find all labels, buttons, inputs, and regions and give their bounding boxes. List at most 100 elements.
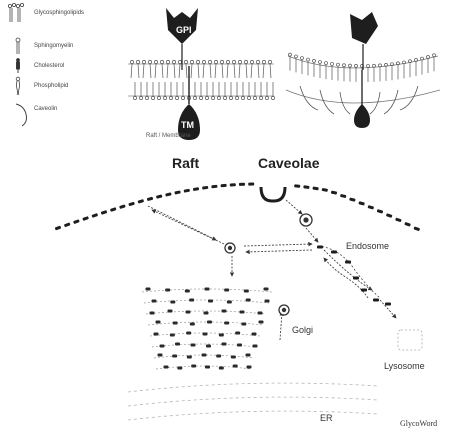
lipid-head <box>268 60 271 63</box>
lipid-head <box>232 60 235 63</box>
lipid-tail <box>222 64 223 78</box>
golgi-marker <box>186 311 191 314</box>
golgi-marker <box>191 365 196 368</box>
lipid-head <box>142 60 145 63</box>
lipid-tail <box>179 64 180 78</box>
golgi-marker <box>187 356 192 359</box>
golgi-marker <box>246 354 251 357</box>
lipid-head <box>367 64 370 67</box>
golgi-marker <box>173 322 178 325</box>
lipid-head <box>214 60 217 63</box>
lipid-head <box>307 58 310 61</box>
lipid-tail <box>174 64 175 78</box>
raft-lipid-heads <box>130 60 274 99</box>
lipid-tail <box>143 64 144 78</box>
transport-vesicle <box>279 305 289 315</box>
lipid-head <box>157 96 160 99</box>
golgi-marker <box>185 290 190 293</box>
endoplasmic-reticulum <box>128 383 378 420</box>
membrane-segment <box>303 185 309 189</box>
golgi-marker <box>168 310 173 313</box>
golgi-marker <box>170 334 175 337</box>
membrane-segment <box>220 184 226 188</box>
membrane-segment <box>331 191 337 195</box>
golgi-marker <box>247 366 252 369</box>
membrane-segment <box>322 188 328 192</box>
golgi-marker <box>205 288 210 291</box>
golgi-marker <box>154 333 159 336</box>
membrane-segment <box>156 194 163 198</box>
lipid-tail <box>162 64 163 78</box>
tm-label: TM <box>181 120 194 130</box>
membrane-segment <box>82 216 89 221</box>
lipid-head <box>205 96 208 99</box>
lipid-head <box>250 60 253 63</box>
golgi-marker <box>191 344 196 347</box>
golgi-marker <box>233 365 238 368</box>
lipid-tail <box>131 64 132 78</box>
watermark: GlycoWord <box>400 420 437 428</box>
golgi-marker <box>258 312 263 315</box>
membrane-segment <box>174 190 180 194</box>
membrane-segment <box>101 210 108 215</box>
membrane-segment <box>128 202 135 207</box>
lipid-head <box>130 60 133 63</box>
membrane-segment <box>138 199 145 204</box>
lipid-head <box>238 60 241 63</box>
lipid-tail <box>239 64 240 78</box>
lipid-tail <box>150 64 151 78</box>
golgi-marker <box>265 300 270 303</box>
golgi-marker <box>205 366 210 369</box>
lipid-tail <box>210 64 211 78</box>
membrane-segment <box>91 213 98 218</box>
membrane-segment <box>294 184 300 188</box>
membrane-segment <box>239 183 245 186</box>
endosome-membrane-marks <box>317 246 391 306</box>
lipid-head <box>181 96 184 99</box>
membrane-segment <box>110 207 117 212</box>
legend-label-sphingomyelin: Sphingomyelin <box>34 43 73 49</box>
lipid-head <box>136 60 139 63</box>
lipid-head <box>148 60 151 63</box>
endosome-segment <box>317 246 323 249</box>
endosome-segment <box>345 261 351 264</box>
golgi-marker <box>160 345 165 348</box>
lipid-tail <box>198 64 199 78</box>
legend-label-caveolin: Caveolin <box>34 106 57 112</box>
lipid-head <box>217 96 220 99</box>
transport-vesicle <box>300 214 312 226</box>
lipid-head <box>163 96 166 99</box>
caveolae-gpi-protein <box>350 12 378 44</box>
transport-vesicle <box>225 243 235 253</box>
lipid-head <box>229 96 232 99</box>
lipid-head <box>331 62 334 65</box>
caveolin-icon <box>16 104 27 126</box>
lipid-tail <box>270 64 271 78</box>
er-label: ER <box>320 414 333 423</box>
golgi-marker <box>222 343 227 346</box>
lipid-tail <box>227 64 228 78</box>
golgi-marker <box>246 299 251 302</box>
lipid-tail <box>258 64 259 78</box>
membrane-segment <box>165 192 172 196</box>
endosome-segment <box>353 277 359 280</box>
raft-label: Raft <box>172 156 199 170</box>
lipid-head <box>253 96 256 99</box>
membrane-segment <box>55 226 62 231</box>
membrane-segment <box>64 222 71 227</box>
lipid-head <box>433 54 436 57</box>
lipid-head <box>289 53 292 56</box>
membrane-segment <box>230 183 236 186</box>
lipid-head <box>235 96 238 99</box>
membrane-segment <box>193 187 199 191</box>
lipid-head <box>196 60 199 63</box>
membrane-segment <box>147 197 154 201</box>
golgi-marker <box>219 367 224 370</box>
lipid-head <box>208 60 211 63</box>
membrane-segment <box>211 185 217 189</box>
golgi-marker <box>231 356 236 359</box>
golgi-marker <box>264 288 269 291</box>
golgi-marker <box>164 366 169 369</box>
caveolae-label: Caveolae <box>258 156 319 170</box>
lipid-tail <box>251 64 252 78</box>
